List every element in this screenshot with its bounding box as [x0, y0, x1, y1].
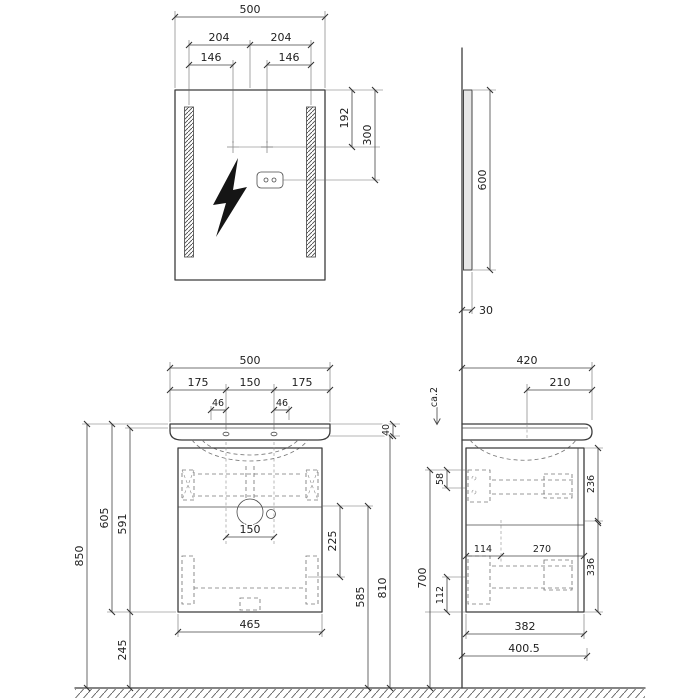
- dim-seg-mid: 150: [240, 376, 261, 389]
- mirror-front-dimensions: 500 204 204 146 146 192 300: [171, 2, 379, 184]
- socket-icon: [256, 171, 284, 189]
- drawer-hardware-hidden: [181, 469, 319, 611]
- cabinet-side: [465, 447, 585, 613]
- dim-rim-to-floor: 810: [376, 578, 389, 599]
- basin-side: [461, 423, 593, 441]
- dim-seg-right: 175: [292, 376, 313, 389]
- tap-hole-left: [222, 431, 230, 437]
- dim-tap-left: 46: [212, 398, 224, 409]
- mirror-outline: [174, 89, 326, 281]
- led-strip-left: [184, 106, 194, 258]
- dim-basin-thickness: 40: [381, 424, 392, 436]
- side-hardware-hidden: [467, 469, 574, 605]
- siphon: [236, 498, 264, 526]
- dim-mirror-socket-height: 300: [361, 125, 374, 146]
- dim-upper-front: 236: [586, 475, 597, 493]
- dim-total-height: 850: [73, 546, 86, 567]
- lightning-icon: [213, 158, 247, 237]
- dim-cabinet-depth: 382: [515, 620, 536, 633]
- floor-hatch: [75, 689, 645, 698]
- mirror-side-view: 600 30: [458, 86, 496, 319]
- dim-mirror-lamp-height: 192: [338, 108, 351, 129]
- dim-slide-offset: 58: [435, 473, 446, 485]
- dim-mirror-inset-left: 146: [201, 51, 222, 64]
- mirror-front-view: 500 204 204 146 146 192 300: [171, 2, 383, 281]
- dim-basin-depth: 420: [517, 354, 538, 367]
- vanity-side-dimensions: 420 210 ca.2 58 700 112 236 336 114 270 …: [415, 353, 602, 692]
- dim-mirror-inset-right: 146: [279, 51, 300, 64]
- dim-total-depth: 400.5: [508, 642, 540, 655]
- vanity-front-view: 500 175 150 175 46 46 40 850 605 591 245…: [72, 353, 400, 692]
- dim-lower-front: 336: [586, 558, 597, 576]
- cabinet-front: [177, 447, 323, 613]
- vanity-side-view: 420 210 ca.2 58 700 112 236 336 114 270 …: [415, 353, 603, 692]
- dim-outlet-height: 585: [354, 587, 367, 608]
- dim-mirror-spacing-left: 204: [209, 31, 230, 44]
- mirror-side-profile: [463, 89, 473, 271]
- dim-cabinet-height: 591: [116, 514, 129, 535]
- dim-drawer-inner: 225: [326, 531, 339, 552]
- dim-mirror-spacing-right: 204: [271, 31, 292, 44]
- vanity-side-extension-lines: [425, 362, 603, 661]
- drain-fitting: [266, 509, 276, 519]
- dim-tap-right: 46: [276, 398, 288, 409]
- dim-clearance: 245: [116, 640, 129, 661]
- basin-bowl-side-hidden: [469, 439, 577, 461]
- basin-bowl-hidden: [191, 439, 309, 462]
- dim-mirror-width: 500: [240, 3, 261, 16]
- dim-vanity-width: 500: [240, 354, 261, 367]
- dim-seg-left: 175: [188, 376, 209, 389]
- dim-drain-spacing: 150: [240, 523, 261, 536]
- dim-slope: ca.2: [429, 387, 440, 407]
- basin-front: [169, 423, 331, 441]
- mirror-side-extension-lines: [471, 89, 496, 314]
- dim-unit-height: 605: [98, 508, 111, 529]
- mirror-side-dimensions: 600 30: [458, 86, 495, 319]
- dim-mirror-height: 600: [476, 170, 489, 191]
- vanity-front-dimensions: 500 175 150 175 46 46 40 850 605 591 245…: [72, 353, 397, 692]
- dim-tap-depth: 210: [550, 376, 571, 389]
- dim-connection-height: 700: [416, 568, 429, 589]
- dim-inner-front: 270: [533, 544, 551, 555]
- dim-mirror-depth: 30: [479, 304, 493, 317]
- dim-inner-back: 114: [474, 544, 492, 555]
- led-strip-right: [306, 106, 316, 258]
- tap-hole-right: [270, 431, 278, 437]
- floor: [74, 687, 646, 698]
- dim-cabinet-width: 465: [240, 618, 261, 631]
- dim-bottom-offset: 112: [435, 586, 446, 604]
